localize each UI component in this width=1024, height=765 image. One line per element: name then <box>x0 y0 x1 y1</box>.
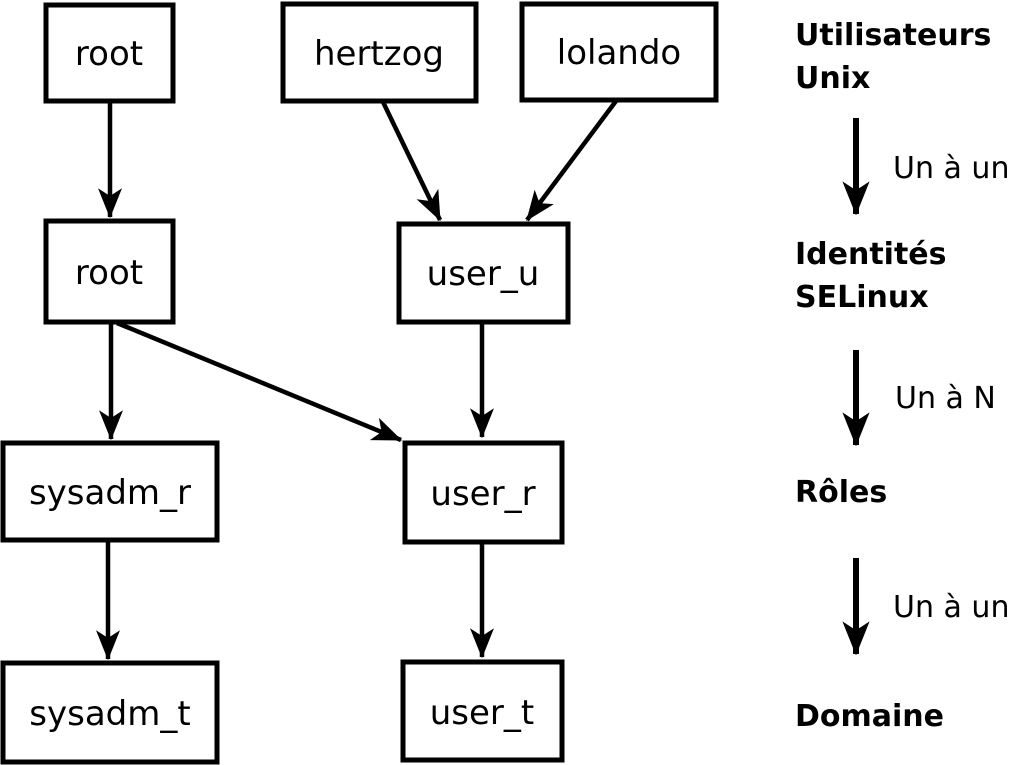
legend-unix-line: Unix <box>795 61 870 96</box>
legend-selinux-line: SELinux <box>795 280 929 315</box>
edge-lolando-to-user_u <box>525 99 618 222</box>
legend-utilisateurs-line: Utilisateurs <box>795 18 991 53</box>
node-sysadm_t-label: sysadm_t <box>29 694 190 734</box>
node-root-unix: root <box>43 2 176 104</box>
node-lolando: lolando <box>519 1 719 103</box>
node-sysadm_r-box <box>0 440 220 543</box>
legend-identites-line: Identités <box>795 237 947 272</box>
legend-arrow-2-label: Un à N <box>895 381 996 416</box>
node-root-unix-label: root <box>75 34 143 74</box>
node-root-unix-box <box>43 2 176 104</box>
node-sysadm_t: sysadm_t <box>0 660 220 765</box>
node-lolando-box <box>519 1 719 103</box>
node-user_u-label: user_u <box>427 254 540 294</box>
node-hertzog-label: hertzog <box>314 34 444 74</box>
node-sysadm_r: sysadm_r <box>0 440 220 543</box>
legend-arrow-1-label: Un à un <box>893 151 1009 186</box>
node-user_t-box <box>400 659 565 763</box>
node-user_u-box <box>396 221 571 325</box>
node-user_r-box <box>402 440 565 545</box>
node-root-selinux-label: root <box>75 253 143 293</box>
node-user_u: user_u <box>396 221 571 325</box>
edges <box>96 99 618 661</box>
edge-hertzog-to-user_u <box>380 101 443 222</box>
node-user_r: user_r <box>402 440 565 545</box>
node-user_r-label: user_r <box>430 474 535 514</box>
node-lolando-label: lolando <box>557 33 681 73</box>
node-user_t: user_t <box>400 659 565 763</box>
node-user_t-label: user_t <box>430 693 535 733</box>
legend-domaine-line: Domaine <box>795 699 944 734</box>
legend: Utilisateurs Unix Un à un Identités SELi… <box>795 18 1009 734</box>
legend-roles-line: Rôles <box>795 475 887 510</box>
edge-root-selinux-to-user_r <box>116 320 403 443</box>
node-root-selinux: root <box>43 218 176 325</box>
node-hertzog-box <box>280 1 479 104</box>
legend-arrow-3-label: Un à un <box>893 590 1009 625</box>
node-sysadm_r-label: sysadm_r <box>29 473 191 513</box>
nodes: root hertzog lolando root user_u sysadm_… <box>0 1 719 765</box>
node-hertzog: hertzog <box>280 1 479 104</box>
node-root-selinux-box <box>43 218 176 325</box>
node-sysadm_t-box <box>0 660 220 765</box>
